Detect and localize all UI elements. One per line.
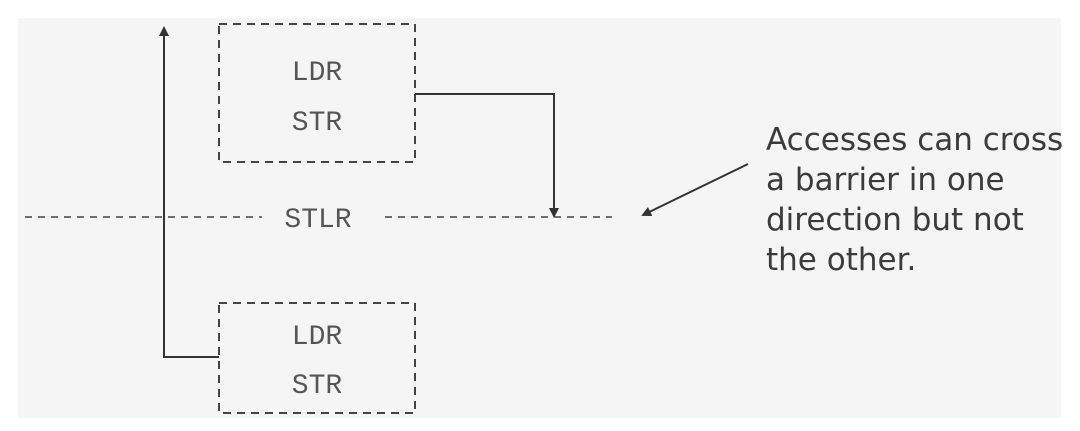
downward-to-barrier-arrow: [415, 93, 559, 218]
caption-pointer-arrow: [641, 163, 749, 217]
bottom-box-line-2: STR: [292, 371, 343, 402]
bottom-box-line-1: LDR: [292, 322, 343, 353]
caption-line-1: Accesses can cross: [766, 122, 1064, 158]
barrier-label: STLR: [284, 205, 351, 236]
caption-line-4: the other.: [766, 242, 917, 278]
top-box-line-2: STR: [292, 108, 343, 139]
top-access-box: [218, 23, 416, 163]
caption-line-3: direction but not: [766, 202, 1024, 238]
caption-line-2: a barrier in one: [766, 162, 1005, 198]
top-box-line-1: LDR: [292, 58, 343, 89]
upward-crossing-arrow: [159, 26, 219, 358]
diagram-background-panel: [18, 18, 1061, 418]
caption-text: Accesses can cross a barrier in one dire…: [766, 120, 1066, 280]
bottom-access-box: [218, 302, 416, 414]
